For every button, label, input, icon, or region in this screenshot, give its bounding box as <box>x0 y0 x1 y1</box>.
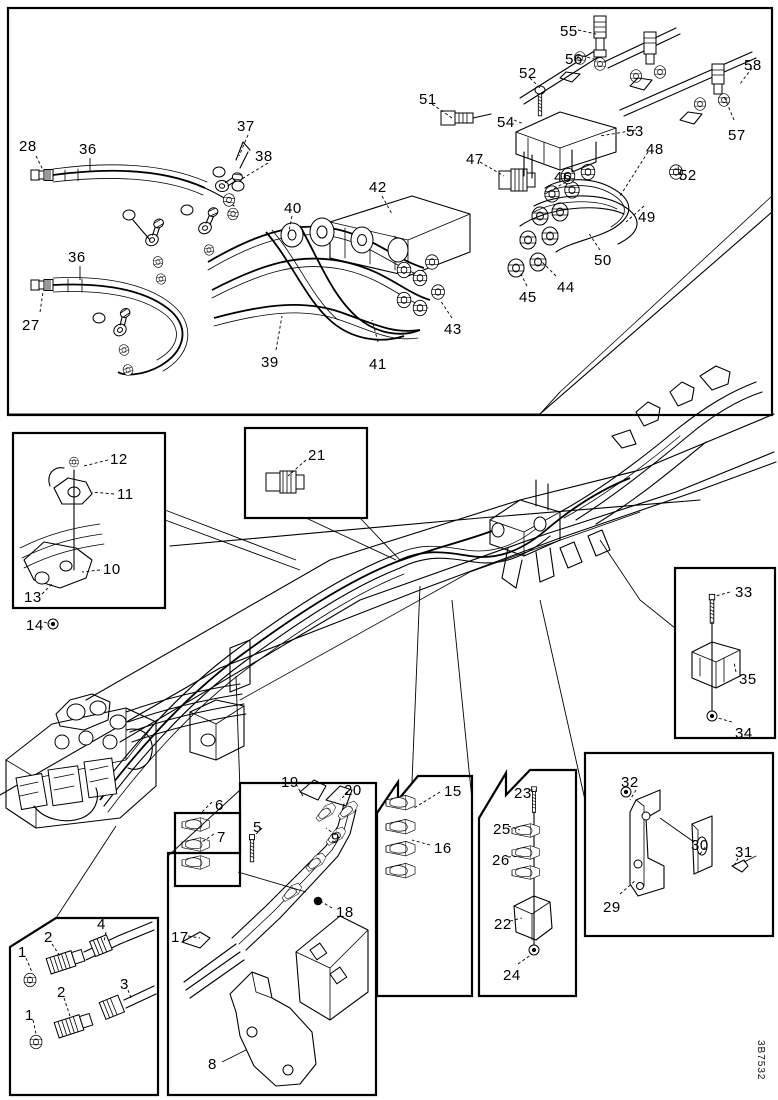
callout-36-b: 36 <box>68 249 86 266</box>
callout-54: 54 <box>497 114 515 131</box>
callout-47: 47 <box>466 151 484 168</box>
detail-panel-33-35-frame <box>673 566 777 740</box>
callout-46: 46 <box>554 169 572 186</box>
callout-30: 30 <box>691 837 709 854</box>
callout-9: 9 <box>331 830 340 847</box>
callout-56: 56 <box>565 51 583 68</box>
callout-50: 50 <box>594 252 612 269</box>
callout-7: 7 <box>217 829 226 846</box>
callout-29: 29 <box>603 899 621 916</box>
detail-panel-1-4-frame <box>8 916 160 1097</box>
callout-25: 25 <box>493 821 511 838</box>
callout-52: 52 <box>519 65 537 82</box>
callout-21: 21 <box>308 447 326 464</box>
callout-35: 35 <box>739 671 757 688</box>
callout-12: 12 <box>110 451 128 468</box>
callout-20: 20 <box>344 782 362 799</box>
callout-49: 49 <box>638 209 656 226</box>
callout-28: 28 <box>19 138 37 155</box>
callout-45: 45 <box>519 289 537 306</box>
detail-panel-21-frame <box>243 426 369 520</box>
callout-58: 58 <box>744 57 762 74</box>
callout-55: 55 <box>560 23 578 40</box>
callout-24: 24 <box>503 967 521 984</box>
callout-42: 42 <box>369 179 387 196</box>
detail-33-35-artwork <box>691 591 741 723</box>
callout-5: 5 <box>253 819 262 836</box>
callout-26: 26 <box>492 852 510 869</box>
detail-29-32-artwork <box>619 786 757 897</box>
callout-36: 36 <box>79 141 97 158</box>
top-assembly-artwork <box>7 15 773 415</box>
callout-1-b: 1 <box>25 1007 34 1024</box>
detail-5-9-17-18-artwork <box>181 779 369 1087</box>
detail-panel-5-9-17-18-frame <box>166 781 378 1097</box>
detail-panel-22-26-frame <box>477 768 578 998</box>
detail-panel-10-14-frame <box>11 431 167 610</box>
detail-10-14-artwork <box>19 456 115 630</box>
callout-18: 18 <box>336 904 354 921</box>
callout-8: 8 <box>208 1056 217 1073</box>
callout-31: 31 <box>735 844 753 861</box>
callout-38: 38 <box>255 148 273 165</box>
panel-pointer-lines <box>55 391 676 919</box>
callout-41: 41 <box>369 356 387 373</box>
callout-10: 10 <box>103 561 121 578</box>
callout-51: 51 <box>419 91 437 108</box>
callout-23: 23 <box>514 785 532 802</box>
detail-panel-29-32-frame <box>583 751 775 938</box>
callout-17: 17 <box>171 929 189 946</box>
callout-48: 48 <box>646 141 664 158</box>
callout-37: 37 <box>237 118 255 135</box>
callout-2: 2 <box>44 929 53 946</box>
callout-53: 53 <box>626 123 644 140</box>
leader-lines-top <box>35 29 753 351</box>
callout-14: 14 <box>26 617 44 634</box>
callout-13: 13 <box>24 589 42 606</box>
callout-40: 40 <box>284 200 302 217</box>
callout-15: 15 <box>444 783 462 800</box>
callout-27: 27 <box>22 317 40 334</box>
detail-panel-15-16-frame <box>375 774 474 998</box>
callout-34: 34 <box>735 725 753 742</box>
callout-11: 11 <box>117 486 134 503</box>
detail-1-4-artwork <box>23 921 157 1050</box>
callout-43: 43 <box>444 321 462 338</box>
callout-6: 6 <box>215 797 224 814</box>
callout-57: 57 <box>728 127 746 144</box>
detail-6-7-artwork <box>181 801 215 870</box>
main-machine-artwork <box>0 365 777 829</box>
callout-2-b: 2 <box>57 984 66 1001</box>
callout-4: 4 <box>97 916 106 933</box>
drawing-number-watermark: 3B7532 <box>755 1040 766 1081</box>
callout-16: 16 <box>434 840 452 857</box>
callout-32: 32 <box>621 774 639 791</box>
callout-33: 33 <box>735 584 753 601</box>
callout-22: 22 <box>494 916 512 933</box>
callout-52-b: 52 <box>679 167 697 184</box>
detail-22-26-artwork <box>507 786 553 965</box>
detail-21-artwork <box>265 459 307 494</box>
detail-15-16-artwork <box>385 791 441 879</box>
callout-19: 19 <box>281 774 299 791</box>
pump-assembly <box>5 683 247 829</box>
callout-44: 44 <box>557 279 575 296</box>
callout-1: 1 <box>18 944 27 961</box>
callout-3: 3 <box>120 976 129 993</box>
callout-39: 39 <box>261 354 279 371</box>
